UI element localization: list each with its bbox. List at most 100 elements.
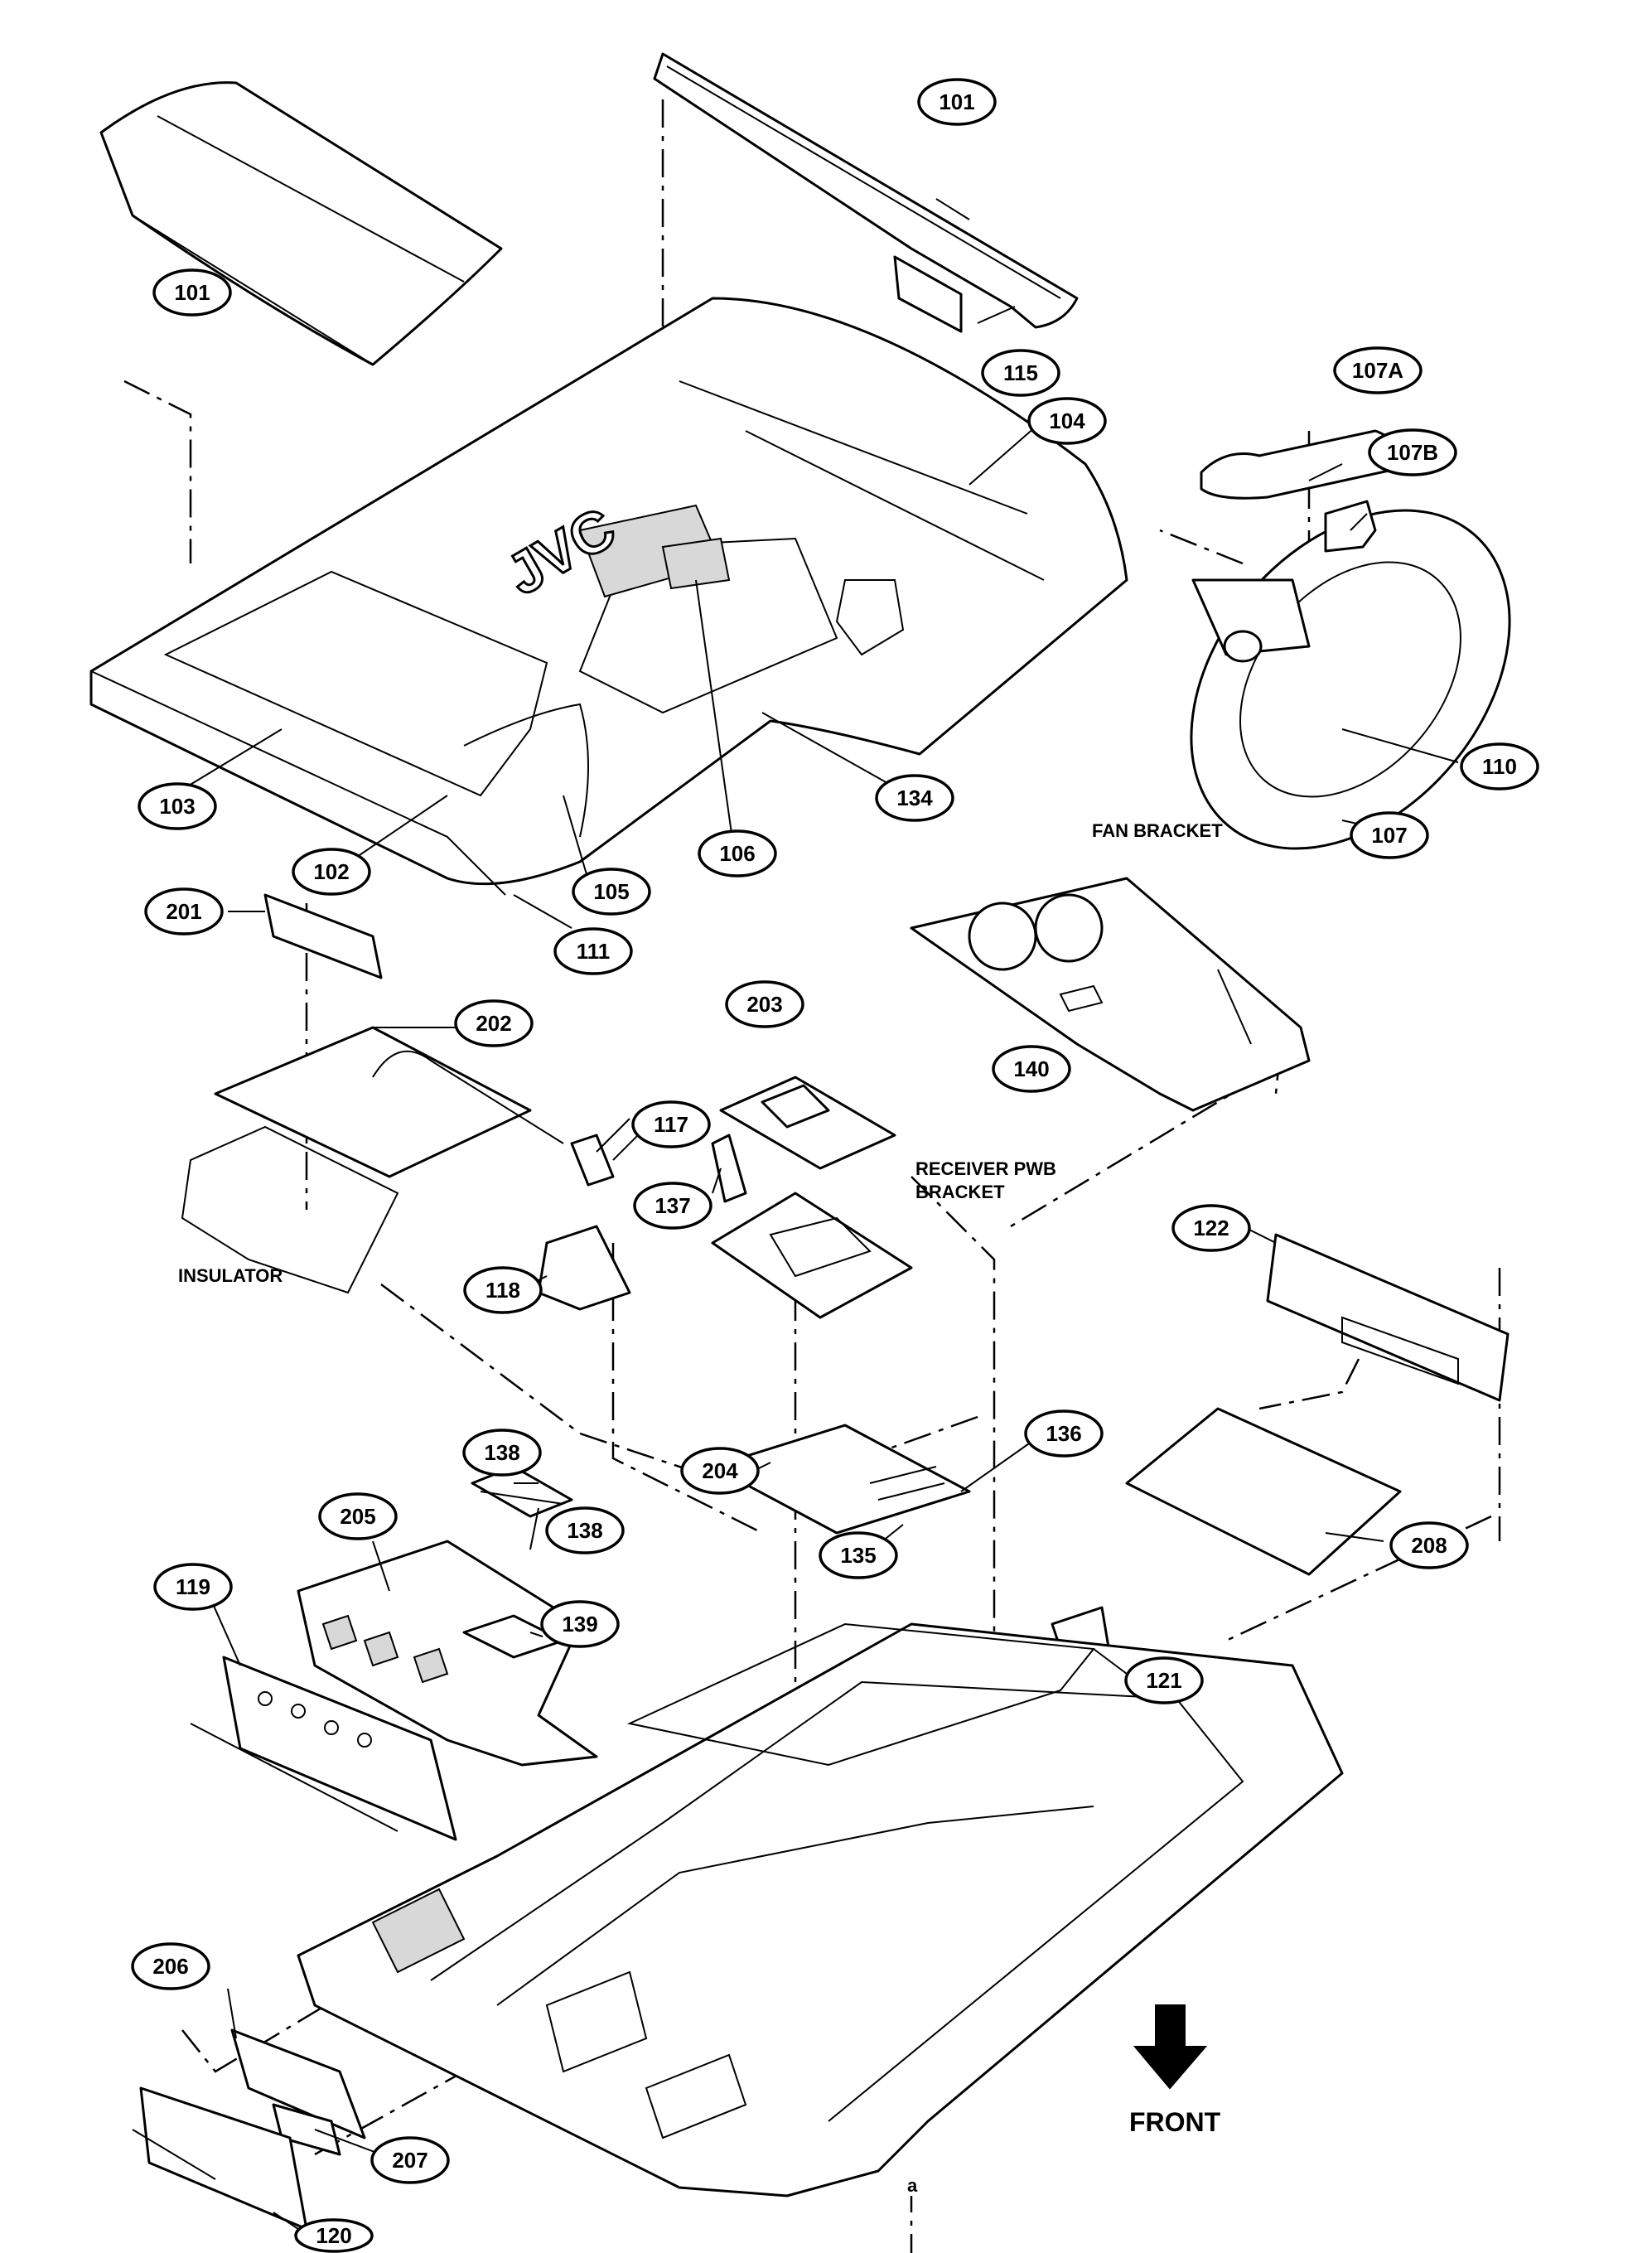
callout-115: 115	[981, 349, 1060, 397]
callout-110: 110	[1460, 742, 1539, 790]
svg-text:139: 139	[562, 1612, 597, 1637]
rear-cabinet: JVC	[89, 297, 1128, 896]
svg-text:118: 118	[485, 1278, 520, 1303]
bracket-118	[537, 1225, 631, 1311]
top-cover-right	[653, 52, 1079, 329]
stand-assembly	[1190, 429, 1511, 850]
callout-102: 102	[292, 848, 371, 896]
svg-text:110: 110	[1482, 754, 1517, 779]
callout-138-bottom: 138	[545, 1506, 625, 1554]
point-a-label: a	[907, 2175, 918, 2196]
svg-text:135: 135	[840, 1543, 876, 1568]
top-cover-left	[99, 81, 503, 366]
callout-106: 106	[698, 829, 777, 878]
svg-text:208: 208	[1411, 1533, 1447, 1558]
svg-text:107B: 107B	[1387, 440, 1438, 465]
board-208	[1125, 1407, 1402, 1576]
board-203	[719, 1076, 896, 1170]
svg-text:103: 103	[159, 794, 195, 819]
svg-text:202: 202	[476, 1011, 511, 1036]
callout-104: 104	[1027, 397, 1107, 445]
callout-120: 120	[294, 2218, 374, 2253]
board-204	[711, 1424, 971, 1535]
svg-text:138: 138	[567, 1518, 602, 1543]
svg-text:106: 106	[719, 841, 755, 866]
board-206	[230, 2028, 366, 2139]
callout-117: 117	[631, 1100, 711, 1148]
cable-137	[711, 1134, 747, 1203]
svg-text:121: 121	[1146, 1668, 1181, 1693]
callout-111: 111	[553, 927, 633, 975]
board-207	[272, 2103, 341, 2156]
svg-text:107: 107	[1371, 823, 1407, 848]
callout-202: 202	[454, 999, 534, 1047]
callout-206: 206	[131, 1942, 210, 1990]
svg-text:104: 104	[1049, 409, 1085, 433]
svg-text:111: 111	[577, 939, 611, 964]
front-direction-arrow	[1133, 2004, 1208, 2090]
callout-203: 203	[725, 980, 804, 1028]
bracket-115	[893, 255, 963, 333]
callout-205: 205	[318, 1492, 398, 1540]
svg-text:115: 115	[1003, 360, 1038, 385]
svg-text:101: 101	[174, 280, 210, 305]
callout-138-top: 138	[462, 1429, 542, 1477]
svg-text:205: 205	[340, 1504, 375, 1529]
svg-text:140: 140	[1013, 1056, 1049, 1081]
callout-118: 118	[463, 1266, 543, 1314]
insulator-label: INSULATOR	[178, 1265, 283, 1286]
callout-140: 140	[992, 1045, 1071, 1093]
svg-text:134: 134	[896, 786, 933, 810]
callout-107b: 107B	[1368, 428, 1457, 476]
callout-119: 119	[153, 1563, 233, 1611]
callout-136: 136	[1024, 1409, 1104, 1458]
svg-text:119: 119	[176, 1574, 210, 1599]
switch-117	[570, 1118, 630, 1187]
svg-text:102: 102	[313, 859, 349, 884]
svg-text:120: 120	[316, 2223, 351, 2248]
receiver-pwb-label-line2: BRACKET	[915, 1182, 1005, 1202]
board-201	[263, 893, 383, 979]
callout-204: 204	[680, 1447, 760, 1495]
svg-text:136: 136	[1046, 1421, 1081, 1446]
callout-107: 107	[1350, 811, 1429, 859]
callout-208: 208	[1389, 1521, 1469, 1569]
svg-text:101: 101	[939, 89, 974, 114]
panel-122	[1266, 1233, 1510, 1402]
receiver-pwb-label-line1: RECEIVER PWB	[915, 1158, 1056, 1179]
svg-text:204: 204	[702, 1458, 738, 1483]
callout-201: 201	[144, 887, 224, 936]
callout-105: 105	[572, 868, 651, 916]
callout-134: 134	[875, 774, 954, 822]
fan-bracket-label: FAN BRACKET	[1092, 820, 1223, 841]
svg-text:207: 207	[392, 2148, 427, 2173]
svg-text:105: 105	[593, 879, 629, 904]
callout-137: 137	[633, 1182, 712, 1230]
callout-122: 122	[1171, 1204, 1251, 1252]
callout-101-left: 101	[152, 268, 232, 317]
svg-text:117: 117	[654, 1112, 688, 1137]
callout-101-right: 101	[917, 78, 997, 126]
front-label: FRONT	[1129, 2107, 1221, 2137]
svg-text:203: 203	[746, 992, 782, 1017]
callout-103: 103	[138, 782, 217, 830]
svg-text:201: 201	[166, 899, 201, 924]
svg-text:137: 137	[655, 1193, 690, 1218]
terminal-panel-119	[190, 1656, 457, 1841]
receiver-pwb-bracket	[711, 1192, 913, 1319]
callout-139: 139	[540, 1600, 620, 1648]
svg-text:138: 138	[484, 1440, 519, 1465]
board-205	[297, 1540, 598, 1767]
callout-135: 135	[819, 1531, 898, 1579]
callout-107a: 107A	[1333, 346, 1423, 394]
front-cabinet	[297, 1622, 1344, 2197]
fan-bracket	[910, 877, 1311, 1112]
svg-text:206: 206	[152, 1954, 188, 1979]
insulator-sheet	[181, 1125, 399, 1294]
svg-text:122: 122	[1193, 1216, 1229, 1240]
board-202	[214, 1026, 564, 1178]
callout-121: 121	[1124, 1656, 1204, 1704]
callout-207: 207	[370, 2136, 450, 2184]
svg-text:107A: 107A	[1352, 358, 1403, 383]
